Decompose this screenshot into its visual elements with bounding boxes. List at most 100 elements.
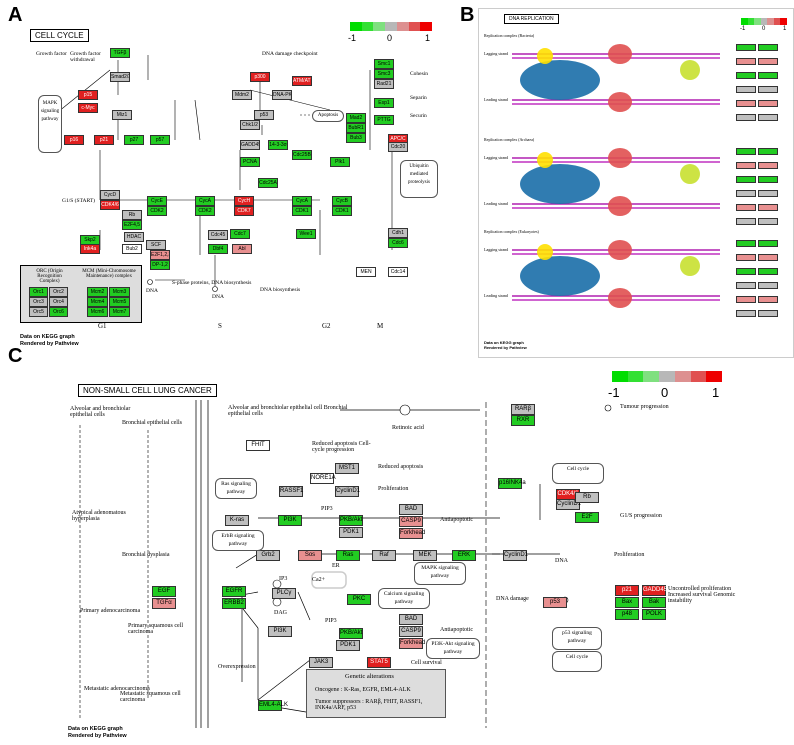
gene-a-men[interactable]: MEN (356, 267, 376, 277)
replication-gene-box[interactable] (736, 176, 756, 183)
mapk-pathway-box[interactable]: MAPK signaling pathway (38, 95, 62, 153)
replication-gene-box[interactable] (736, 58, 756, 65)
gene-c-cyclind1[interactable]: CyclinD1 (503, 550, 528, 561)
replication-gene-box[interactable] (758, 190, 778, 197)
replication-gene-box[interactable] (758, 310, 778, 317)
replication-gene-box[interactable] (758, 254, 778, 261)
gene-a-p21[interactable]: p21 (94, 135, 114, 145)
gene-a-cdk1[interactable]: CDK1 (292, 206, 312, 216)
gene-a-pttg[interactable]: PTTG (374, 115, 394, 125)
replication-gene-box[interactable] (736, 162, 756, 169)
gene-c-forkhead[interactable]: Forkhead (399, 528, 425, 539)
gene-a-p27[interactable]: p27 (124, 135, 144, 145)
gene-a-rb[interactable]: Rb (122, 210, 142, 220)
pathway-box-erbb[interactable]: ErbB signaling pathway (212, 530, 264, 551)
replication-gene-box[interactable] (736, 310, 756, 317)
gene-c-p48[interactable]: p48 (615, 609, 639, 620)
gene-c-casp9[interactable]: CASP9 (399, 516, 423, 527)
gene-a-abl[interactable]: Abl (232, 244, 252, 254)
gene-a-smc1[interactable]: Smc1 (374, 59, 394, 69)
gene-c-pdk1[interactable]: PDK1 (339, 527, 363, 538)
pathway-box-cellcycle[interactable]: Cell cycle (552, 463, 604, 484)
replication-gene-box[interactable] (736, 44, 756, 51)
orc-5[interactable]: Orc5 (29, 307, 48, 317)
replication-gene-box[interactable] (736, 254, 756, 261)
pathway-box-p53[interactable]: p53 signaling pathway (552, 627, 602, 650)
gene-c-polk[interactable]: POLK (642, 609, 666, 620)
pathway-box-calcium[interactable]: Calcium signaling pathway (378, 588, 430, 609)
gene-a-cyce[interactable]: CycE (147, 196, 167, 206)
gene-c-erk[interactable]: ERK (452, 550, 476, 561)
gene-c-erbb2[interactable]: ERBB2 (222, 598, 246, 609)
gene-a-bubr1[interactable]: BubR1 (346, 123, 366, 133)
replication-gene-box[interactable] (758, 86, 778, 93)
gene-a-p53[interactable]: p53 (254, 110, 274, 120)
gene-c-pdk1[interactable]: PDK1 (336, 640, 360, 651)
gene-c-bax[interactable]: Bax (615, 597, 639, 608)
gene-a-bub3[interactable]: Bub3 (346, 133, 366, 143)
mcm-4[interactable]: Mcm4 (87, 297, 108, 307)
replication-gene-box[interactable] (758, 240, 778, 247)
replication-gene-box[interactable] (736, 282, 756, 289)
gene-c-cyclind1[interactable]: CyclinD1 (335, 486, 360, 497)
mcm-7[interactable]: Mcm7 (109, 307, 130, 317)
mcm-3[interactable]: Mcm3 (109, 287, 130, 297)
gene-a-ink4a[interactable]: Ink4a (80, 244, 100, 254)
gene-c-e2f[interactable]: E2F (575, 512, 599, 523)
gene-a-cych[interactable]: CycH (234, 196, 254, 206)
replication-gene-box[interactable] (736, 268, 756, 275)
gene-a-mad2[interactable]: Mad2 (346, 113, 366, 123)
gene-c-casp9[interactable]: CASP9 (399, 626, 423, 637)
gene-c-rar-[interactable]: RARβ (511, 404, 535, 415)
orc-6[interactable]: Orc6 (49, 307, 68, 317)
gene-c-mek[interactable]: MEK (413, 550, 437, 561)
gene-a-atm-atr[interactable]: ATM/ATR (292, 76, 312, 86)
replication-gene-box[interactable] (758, 176, 778, 183)
apoptosis-box[interactable]: Apoptosis (312, 110, 344, 122)
gene-a-cdc20[interactable]: Cdc20 (388, 142, 408, 152)
gene-a-cdk2[interactable]: CDK2 (147, 206, 167, 216)
orc-4[interactable]: Orc4 (49, 297, 68, 307)
ubiquitin-box[interactable]: Ubiquitin mediated proteolysis (400, 160, 438, 198)
replication-gene-box[interactable] (736, 86, 756, 93)
gene-c-bak[interactable]: Bak (642, 597, 666, 608)
gene-a-gadd45[interactable]: GADD45 (240, 140, 260, 150)
replication-gene-box[interactable] (736, 218, 756, 225)
pathway-box-cellcycle2[interactable]: Cell cycle (552, 651, 602, 672)
gene-a-plk1[interactable]: Plk1 (330, 157, 350, 167)
gene-a-smc3[interactable]: Smc3 (374, 69, 394, 79)
pathway-box-pi3k[interactable]: PI3K-Akt signaling pathway (426, 638, 480, 659)
pathway-box-ras[interactable]: Ras signaling pathway (215, 478, 257, 499)
replication-gene-box[interactable] (758, 114, 778, 121)
replication-gene-box[interactable] (758, 268, 778, 275)
gene-a-tgf-[interactable]: TGFβ (110, 48, 130, 58)
gene-c-ras[interactable]: Ras (336, 550, 360, 561)
gene-a-cdh1[interactable]: Cdh1 (388, 228, 408, 238)
gene-a-cdc25b-c[interactable]: Cdc25B,C (292, 150, 312, 160)
gene-c-sos[interactable]: Sos (298, 550, 322, 561)
gene-c-pi3k[interactable]: PI3K (278, 515, 302, 526)
gene-a-cdk7[interactable]: CDK7 (234, 206, 254, 216)
replication-gene-box[interactable] (736, 148, 756, 155)
replication-gene-box[interactable] (758, 204, 778, 211)
replication-gene-box[interactable] (736, 240, 756, 247)
gene-a-cdk1[interactable]: CDK1 (332, 206, 352, 216)
gene-c-cyclind1[interactable]: CyclinD1 (556, 499, 581, 510)
gene-c-bad[interactable]: BAD (399, 504, 423, 515)
replication-gene-box[interactable] (736, 100, 756, 107)
orc-3[interactable]: Orc3 (29, 297, 48, 307)
gene-a-cdk4-6[interactable]: CDK4/6 (100, 200, 120, 210)
gene-c-fhit[interactable]: FHIT (246, 440, 270, 451)
gene-c-eml4-alk[interactable]: EML4-ALK (258, 700, 288, 711)
gene-a-cdc25a[interactable]: Cdc25A (258, 178, 278, 188)
orc-2[interactable]: Orc2 (49, 287, 68, 297)
gene-a-cycd[interactable]: CycD (100, 190, 120, 200)
replication-gene-box[interactable] (758, 72, 778, 79)
gene-c-p21[interactable]: p21 (615, 585, 639, 596)
gene-a-bub2[interactable]: Bub2 (122, 244, 142, 254)
gene-a-14-3-3-[interactable]: 14-3-3σ (268, 140, 288, 150)
gene-a-cdk2[interactable]: CDK2 (195, 206, 215, 216)
replication-gene-box[interactable] (758, 100, 778, 107)
gene-a-cdc45[interactable]: Cdc45 (208, 230, 228, 240)
gene-a-e2f1-2-3[interactable]: E2F1,2,3 (150, 250, 170, 260)
